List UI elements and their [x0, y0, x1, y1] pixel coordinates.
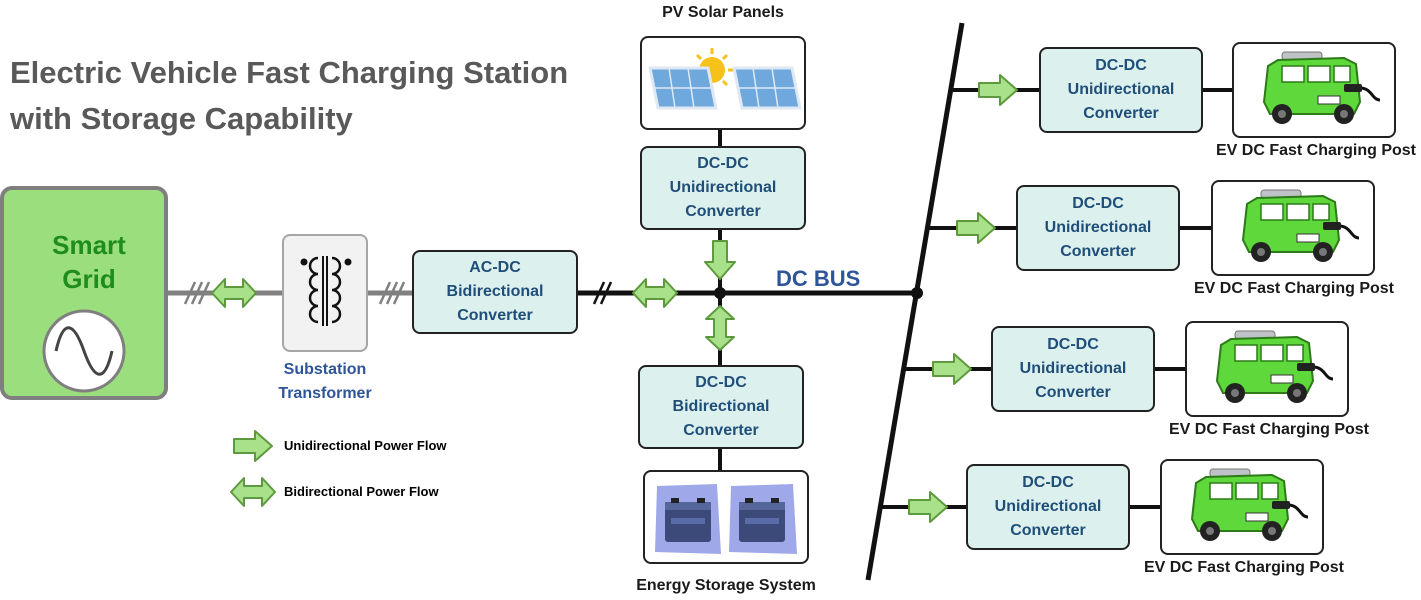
transformer-icon	[300, 256, 352, 326]
electric-car-icon	[1215, 330, 1334, 403]
title-line-2: with Storage Capability	[10, 101, 353, 136]
legend-unidirectional-arrow-icon	[233, 430, 273, 462]
diagram-title: Electric Vehicle Fast Charging Station w…	[10, 50, 568, 142]
electric-car-icon	[1241, 189, 1360, 262]
dc-bus-label: DC BUS	[776, 266, 861, 291]
post1-ev-dc-fast-charging-post-label: EV DC Fast Charging Post	[1215, 142, 1417, 159]
smart-grid-block: Smart Grid	[0, 186, 168, 400]
post2-ev-dc-fast-charging-post-label: EV DC Fast Charging Post	[1193, 280, 1395, 297]
pv-unidirectional-flow-arrow	[704, 240, 736, 280]
pv-panels-picture	[640, 36, 806, 130]
converter-bidirectional-flow-arrow	[632, 278, 678, 308]
post3-unidirectional-flow-arrow	[932, 353, 972, 385]
storage-dc-dc-bidirectional-converter: DC-DC Bidirectional Converter	[638, 365, 804, 449]
post1-dc-dc-unidirectional-converter: DC-DC Unidirectional Converter	[1039, 47, 1203, 133]
post2-dc-dc-unidirectional-converter: DC-DC Unidirectional Converter	[1016, 185, 1180, 271]
dc-bus-line	[577, 281, 918, 305]
energy-storage-system-label: Energy Storage System	[636, 577, 816, 594]
legend-bidirectional-arrow-icon	[230, 477, 276, 507]
legend-bidirectional-label: Bidirectional Power Flow	[284, 484, 439, 499]
ac-sine-wave-icon	[42, 309, 126, 393]
post1-unidirectional-flow-arrow	[978, 74, 1018, 106]
feeder-bus-line	[865, 22, 965, 581]
electric-car-icon	[1190, 468, 1309, 541]
post4-car-picture	[1160, 459, 1324, 555]
pv-dc-dc-unidirectional-converter: DC-DC Unidirectional Converter	[640, 146, 806, 230]
storage-bidirectional-flow-arrow	[705, 305, 735, 351]
transformer-block	[282, 234, 368, 352]
solar-panel-icon	[648, 48, 802, 110]
storage-batteries-picture	[643, 470, 809, 564]
title-line-1: Electric Vehicle Fast Charging Station	[10, 55, 569, 90]
grid-bidirectional-flow-arrow	[211, 278, 257, 308]
post2-unidirectional-flow-arrow	[956, 212, 996, 244]
bus-junction-node	[714, 287, 726, 299]
battery-icon	[655, 484, 797, 554]
post4-dc-dc-unidirectional-converter: DC-DC Unidirectional Converter	[966, 464, 1130, 550]
transformer-label: Substation Transformer	[278, 361, 372, 402]
ac-line-transformer-converter	[368, 281, 412, 305]
post3-car-picture	[1185, 321, 1349, 417]
legend-unidirectional-label: Unidirectional Power Flow	[284, 438, 447, 453]
ac-dc-bidirectional-converter: AC-DC Bidirectional Converter	[412, 250, 578, 334]
pv-solar-panels-label: PV Solar Panels	[662, 4, 784, 21]
post4-ev-dc-fast-charging-post-label: EV DC Fast Charging Post	[1143, 559, 1345, 576]
post3-dc-dc-unidirectional-converter: DC-DC Unidirectional Converter	[991, 326, 1155, 412]
smart-grid-label: Smart Grid	[52, 230, 126, 294]
feeder-branches	[881, 88, 1232, 509]
post3-ev-dc-fast-charging-post-label: EV DC Fast Charging Post	[1168, 421, 1370, 438]
electric-car-icon	[1262, 51, 1381, 124]
post1-car-picture	[1232, 42, 1396, 138]
post2-car-picture	[1211, 180, 1375, 276]
post4-unidirectional-flow-arrow	[908, 491, 948, 523]
